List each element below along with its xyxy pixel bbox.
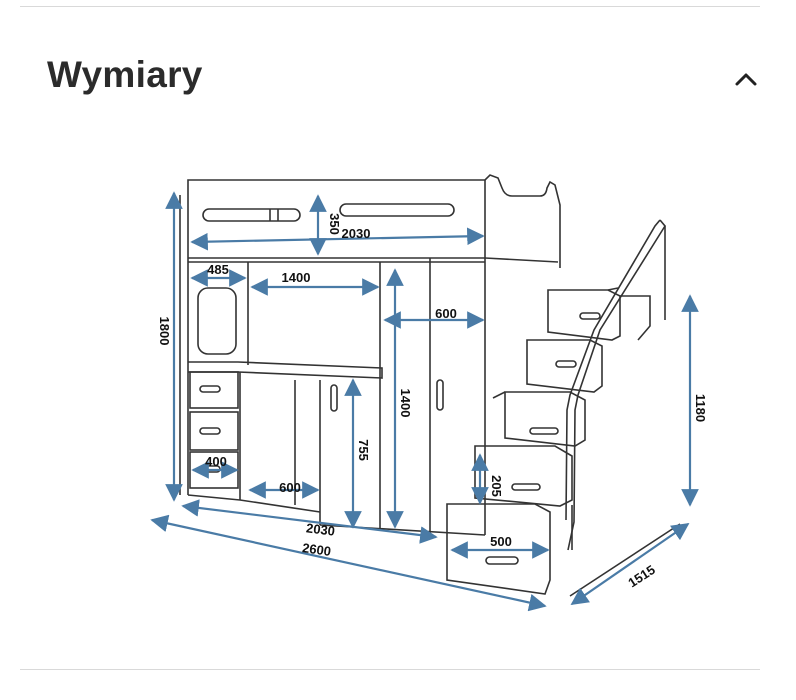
chevron-up-icon[interactable] bbox=[728, 64, 764, 94]
label-total-depth: 1515 bbox=[625, 562, 657, 590]
label-wardrobe-height: 1400 bbox=[398, 389, 413, 418]
dimensions-section-header[interactable]: Wymiary bbox=[0, 40, 796, 120]
label-drawer-width: 400 bbox=[205, 454, 227, 469]
label-stair-height: 1180 bbox=[693, 394, 708, 422]
label-desk-depth: 600 bbox=[279, 480, 301, 495]
bed-outline bbox=[179, 174, 681, 597]
section-title: Wymiary bbox=[47, 54, 203, 95]
label-wardrobe-depth: 600 bbox=[435, 306, 457, 321]
label-desk-width: 1400 bbox=[282, 270, 311, 285]
dimensions-diagram: 350 2030 485 1400 600 1800 1400 755 400 … bbox=[150, 174, 708, 612]
label-total-length: 2600 bbox=[301, 540, 332, 559]
label-bed-rail-height: 350 bbox=[327, 213, 342, 235]
top-divider bbox=[20, 6, 760, 7]
label-step-height: 205 bbox=[489, 475, 504, 497]
label-desk-height: 755 bbox=[356, 439, 371, 461]
dimension-lines bbox=[150, 191, 699, 612]
label-bed-length-top: 2030 bbox=[342, 226, 371, 241]
bottom-divider bbox=[20, 669, 760, 670]
label-base-length: 2030 bbox=[305, 520, 336, 538]
label-total-height: 1800 bbox=[157, 317, 172, 346]
label-step-width: 500 bbox=[490, 534, 512, 549]
label-desk-side-width: 485 bbox=[207, 262, 229, 277]
